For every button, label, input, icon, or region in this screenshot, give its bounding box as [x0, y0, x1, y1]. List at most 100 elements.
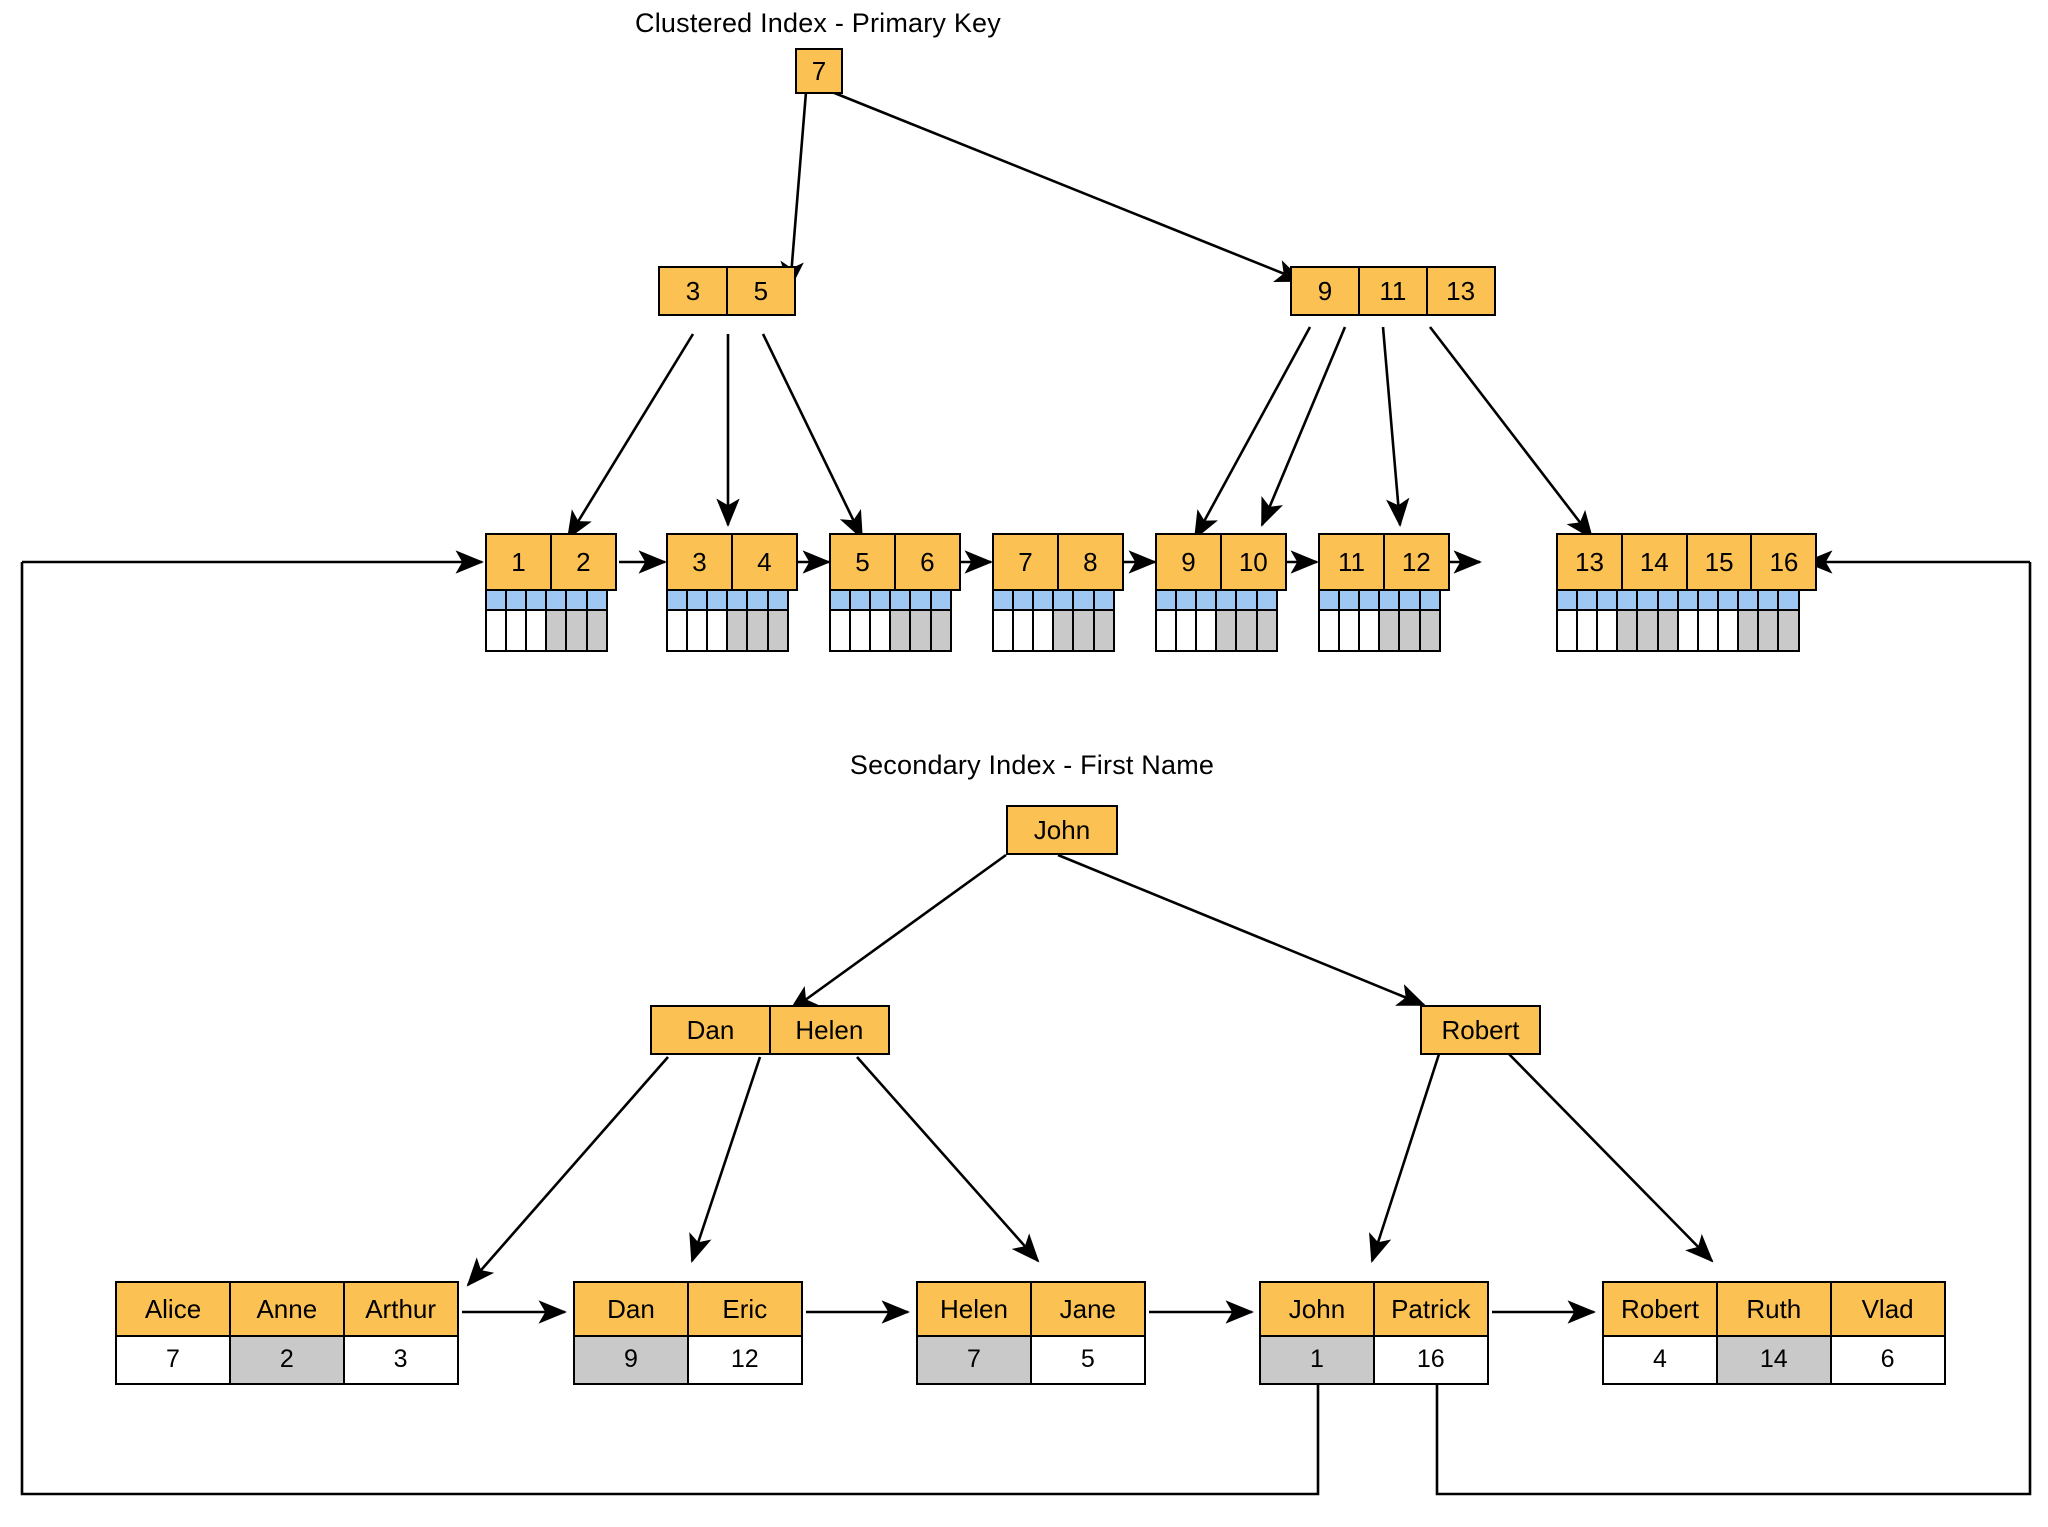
key-cell[interactable]: Helen — [768, 1005, 890, 1055]
pointer-row: 7 2 3 — [115, 1334, 459, 1385]
key-cell[interactable]: 5 — [829, 533, 896, 591]
clustered-leaf-node[interactable]: 5 6 — [829, 533, 961, 652]
pk-pointer-cell[interactable]: 2 — [228, 1334, 345, 1385]
slot — [1092, 608, 1115, 652]
key-cell[interactable]: Helen — [916, 1281, 1032, 1337]
slot — [869, 588, 892, 611]
clustered-leaf-node[interactable]: 7 8 — [992, 533, 1124, 652]
slot — [505, 608, 528, 652]
slot — [889, 588, 912, 611]
key-cell[interactable]: 7 — [992, 533, 1059, 591]
key-cell[interactable]: 3 — [666, 533, 733, 591]
slot — [849, 588, 872, 611]
slot — [766, 608, 789, 652]
key-cell[interactable]: 5 — [725, 266, 796, 316]
key-cell[interactable]: 2 — [549, 533, 617, 591]
pk-pointer-cell[interactable]: 1 — [1259, 1334, 1375, 1385]
key-cell[interactable]: 14 — [1620, 533, 1688, 591]
clustered-leaf-node[interactable]: 9 10 — [1155, 533, 1287, 652]
clustered-internal-node-right[interactable]: 9 11 13 — [1290, 266, 1496, 316]
secondary-leaf-node[interactable]: Robert Ruth Vlad 4 14 6 — [1602, 1281, 1946, 1385]
slot — [1418, 608, 1441, 652]
secondary-leaf-node[interactable]: Dan Eric 9 12 — [573, 1281, 803, 1385]
secondary-root-node[interactable]: John — [1006, 805, 1118, 855]
key-cell[interactable]: Robert — [1602, 1281, 1718, 1337]
pk-pointer-cell[interactable]: 5 — [1029, 1334, 1146, 1385]
key-cell[interactable]: Dan — [573, 1281, 689, 1337]
slot — [1175, 608, 1198, 652]
key-cell[interactable]: 11 — [1357, 266, 1428, 316]
slot — [1255, 588, 1278, 611]
key-cell[interactable]: 1 — [485, 533, 552, 591]
key-cell[interactable]: Eric — [686, 1281, 803, 1337]
clustered-internal-node-left[interactable]: 3 5 — [658, 266, 796, 316]
slot — [929, 608, 952, 652]
clustered-leaf-node[interactable]: 11 12 — [1318, 533, 1450, 652]
clustered-leaf-node[interactable]: 13 14 15 16 — [1556, 533, 1818, 652]
secondary-internal-node-left[interactable]: Dan Helen — [650, 1005, 890, 1055]
key-row: 13 14 15 16 — [1556, 533, 1818, 591]
blue-slot-row — [992, 588, 1124, 611]
key-cell[interactable]: 15 — [1685, 533, 1753, 591]
key-cell[interactable]: 7 — [795, 48, 843, 94]
slot — [909, 608, 932, 652]
slot — [1676, 588, 1699, 611]
pk-pointer-cell[interactable]: 7 — [115, 1334, 231, 1385]
pk-pointer-cell[interactable]: 7 — [916, 1334, 1032, 1385]
key-cell[interactable]: 16 — [1750, 533, 1818, 591]
key-row: Robert — [1420, 1005, 1541, 1055]
pk-pointer-cell[interactable]: 9 — [573, 1334, 689, 1385]
key-cell[interactable]: John — [1259, 1281, 1375, 1337]
pk-pointer-cell[interactable]: 12 — [686, 1334, 803, 1385]
secondary-leaf-node[interactable]: John Patrick 1 16 — [1259, 1281, 1489, 1385]
slot — [1716, 608, 1740, 652]
key-cell[interactable]: 9 — [1290, 266, 1360, 316]
key-cell[interactable]: 13 — [1425, 266, 1496, 316]
clustered-root-node[interactable]: 7 — [795, 48, 843, 94]
key-cell[interactable]: Ruth — [1715, 1281, 1832, 1337]
key-cell[interactable]: John — [1006, 805, 1118, 855]
clustered-leaf-node[interactable]: 1 2 — [485, 533, 617, 652]
key-cell[interactable]: Jane — [1029, 1281, 1146, 1337]
blue-slot-row — [1318, 588, 1450, 611]
key-cell[interactable]: Dan — [650, 1005, 771, 1055]
slot — [1215, 608, 1238, 652]
record-slot-row — [1556, 608, 1817, 652]
key-cell[interactable]: 3 — [658, 266, 728, 316]
blue-slot-row — [1556, 588, 1817, 611]
key-cell[interactable]: 10 — [1219, 533, 1287, 591]
key-cell[interactable]: Robert — [1420, 1005, 1541, 1055]
key-row: 7 — [795, 48, 843, 94]
pk-pointer-cell[interactable]: 6 — [1829, 1334, 1946, 1385]
key-cell[interactable]: Arthur — [342, 1281, 459, 1337]
slot — [1032, 588, 1055, 611]
secondary-leaf-node[interactable]: Alice Anne Arthur 7 2 3 — [115, 1281, 459, 1385]
pk-pointer-cell[interactable]: 16 — [1372, 1334, 1489, 1385]
slot — [849, 608, 872, 652]
secondary-leaf-node[interactable]: Helen Jane 7 5 — [916, 1281, 1146, 1385]
key-cell[interactable]: 11 — [1318, 533, 1385, 591]
slot — [1358, 588, 1381, 611]
pk-pointer-cell[interactable]: 4 — [1602, 1334, 1718, 1385]
key-cell[interactable]: 6 — [893, 533, 961, 591]
slot — [1052, 588, 1075, 611]
slot — [1596, 608, 1619, 652]
secondary-internal-node-right[interactable]: Robert — [1420, 1005, 1541, 1055]
key-cell[interactable]: Anne — [228, 1281, 345, 1337]
key-cell[interactable]: 4 — [730, 533, 798, 591]
record-slot-row — [829, 608, 961, 652]
key-cell[interactable]: Patrick — [1372, 1281, 1489, 1337]
key-cell[interactable]: Vlad — [1829, 1281, 1946, 1337]
pk-pointer-cell[interactable]: 14 — [1715, 1334, 1832, 1385]
slot — [666, 588, 689, 611]
pk-pointer-cell[interactable]: 3 — [342, 1334, 459, 1385]
record-slot-row — [1155, 608, 1287, 652]
clustered-leaf-node[interactable]: 3 4 — [666, 533, 798, 652]
key-cell[interactable]: Alice — [115, 1281, 231, 1337]
key-cell[interactable]: 13 — [1556, 533, 1623, 591]
key-cell[interactable]: 12 — [1382, 533, 1450, 591]
key-cell[interactable]: 8 — [1056, 533, 1124, 591]
key-cell[interactable]: 9 — [1155, 533, 1222, 591]
slot — [585, 588, 608, 611]
blue-slot-row — [666, 588, 798, 611]
